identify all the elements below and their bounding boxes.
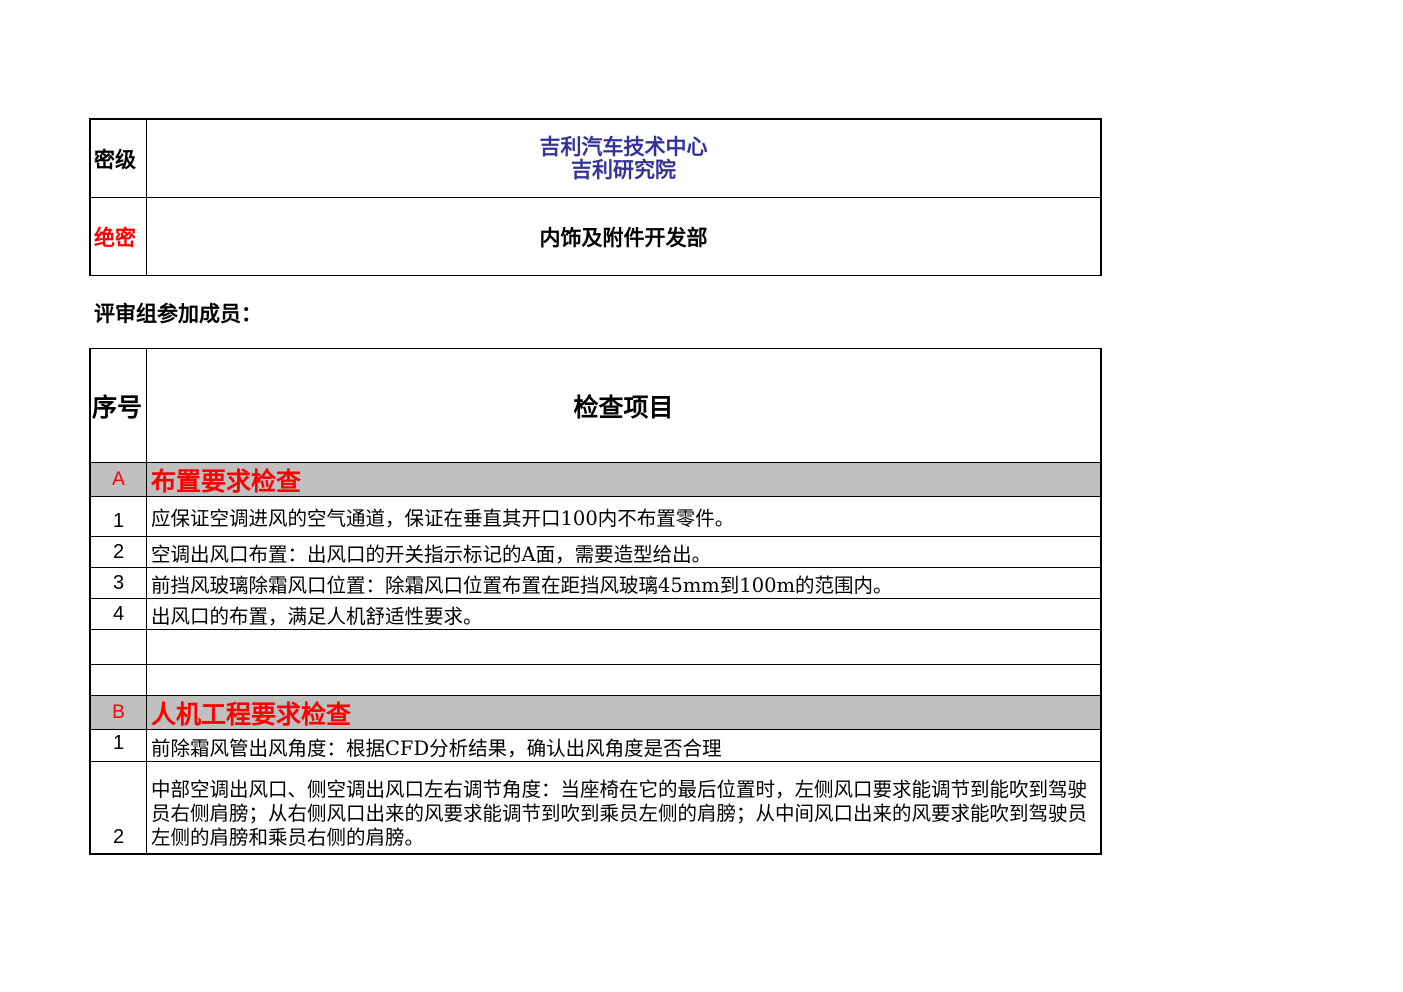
- grid-line: [89, 536, 1102, 537]
- department-name: 内饰及附件开发部: [539, 225, 708, 250]
- check-item: 前挡风玻璃除霜风口位置：除霜风口位置布置在距挡风玻璃45mm到100m的范围内。: [151, 573, 893, 597]
- border-right-main: [1100, 348, 1102, 855]
- grid-line: [89, 629, 1102, 630]
- grid-line: [89, 197, 1102, 198]
- review-members-label: 评审组参加成员：: [94, 302, 262, 326]
- border-top: [89, 118, 1102, 120]
- organization-name: 吉利汽车技术中心 吉利研究院: [147, 120, 1100, 197]
- row-number: 2: [112, 540, 125, 563]
- column-header-item: 检查项目: [573, 392, 674, 422]
- section-title: 人机工程要求检查: [151, 699, 352, 729]
- security-label: 密级: [94, 147, 136, 172]
- org-line-2: 吉利研究院: [571, 157, 676, 182]
- section-a-fill: [90, 463, 1101, 496]
- grid-line: [89, 729, 1102, 730]
- section-code: A: [112, 468, 125, 490]
- grid-line: [89, 664, 1102, 665]
- row-number: 4: [112, 602, 125, 625]
- org-line-1: 吉利汽车技术中心: [539, 134, 708, 159]
- section-code: B: [112, 701, 125, 723]
- grid-line: [89, 462, 1102, 463]
- row-number: 3: [112, 571, 125, 594]
- section-b-fill: [90, 696, 1101, 729]
- row-number: 2: [112, 825, 125, 848]
- section-title: 布置要求检查: [151, 466, 302, 496]
- check-item: 中部空调出风口、侧空调出风口左右调节角度：当座椅在它的最后位置时，左侧风口要求能…: [151, 778, 1088, 849]
- grid-line: [146, 348, 147, 855]
- security-level: 绝密: [94, 225, 136, 250]
- grid-line: [146, 118, 147, 276]
- grid-line: [89, 598, 1102, 599]
- grid-line: [89, 496, 1102, 497]
- row-number: 1: [112, 509, 125, 532]
- check-item: 应保证空调进风的空气通道，保证在垂直其开口100内不布置零件。: [151, 507, 735, 530]
- row-number: 1: [112, 731, 125, 754]
- border-left-top: [89, 118, 91, 276]
- grid-line: [89, 348, 1102, 349]
- grid-line: [89, 275, 1102, 276]
- border-bottom: [89, 853, 1102, 855]
- check-item: 出风口的布置，满足人机舒适性要求。: [151, 604, 483, 628]
- border-right-top: [1100, 118, 1102, 276]
- check-item: 前除霜风管出风角度：根据CFD分析结果，确认出风角度是否合理: [151, 737, 722, 760]
- border-left-main: [89, 348, 91, 855]
- column-header-index: 序号: [91, 392, 142, 422]
- check-item: 空调出风口布置：出风口的开关指示标记的A面，需要造型给出。: [151, 542, 712, 566]
- grid-line: [89, 695, 1102, 696]
- grid-line: [89, 761, 1102, 762]
- grid-line: [89, 567, 1102, 568]
